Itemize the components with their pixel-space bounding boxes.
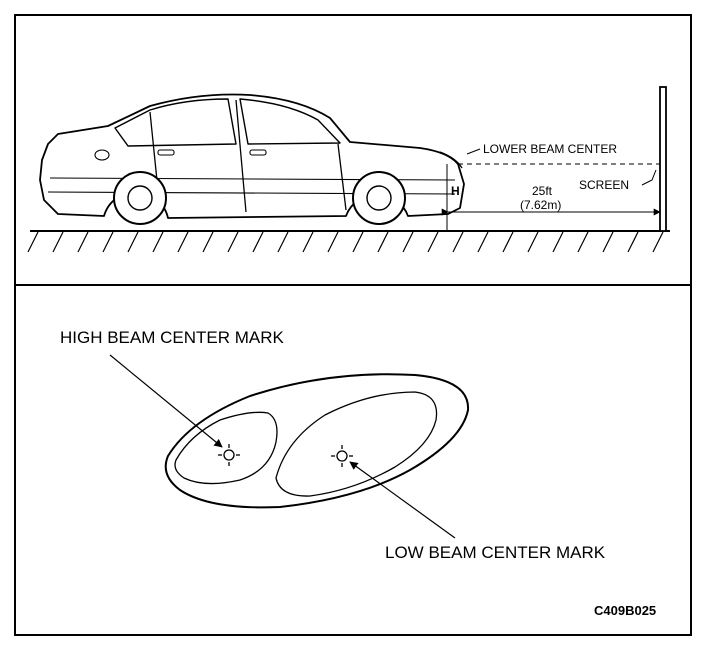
- figure-code: C409B025: [594, 603, 657, 618]
- distance-m-label: (7.62m): [520, 198, 562, 212]
- high-beam-center-mark-label: HIGH BEAM CENTER MARK: [60, 328, 284, 347]
- screen-board: [659, 86, 667, 232]
- measurement-lines: [441, 148, 661, 231]
- height-label: H: [451, 184, 460, 198]
- car: [39, 93, 465, 225]
- diagram-frame: [14, 14, 692, 636]
- lower-beam-center-label: LOWER BEAM CENTER: [483, 142, 618, 156]
- ground: [27, 230, 670, 253]
- distance-ft-label: 25ft: [532, 184, 553, 198]
- headlamp: [164, 373, 470, 509]
- high-beam-center-icon: [218, 444, 240, 466]
- screen-label: SCREEN: [579, 178, 630, 192]
- low-beam-center-mark-label: LOW BEAM CENTER MARK: [385, 543, 606, 562]
- panel-divider: [14, 284, 692, 286]
- high-beam-leader-arrow: [109, 354, 223, 448]
- low-beam-center-icon: [331, 445, 353, 467]
- low-beam-leader-arrow: [349, 461, 456, 539]
